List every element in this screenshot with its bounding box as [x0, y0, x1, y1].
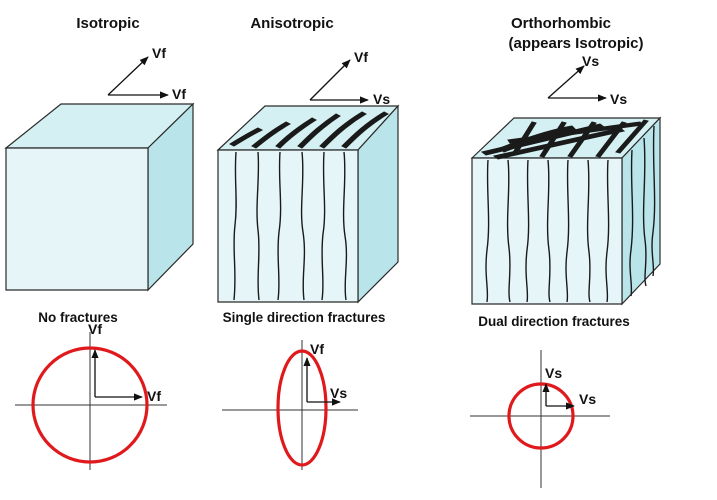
velocity-plot-isotropic: Vf Vf	[15, 321, 167, 470]
vector-label: Vf	[354, 49, 368, 65]
panel-subtitle: (appears Isotropic)	[508, 35, 643, 52]
cube-no-fractures	[4, 102, 195, 292]
arrow-vector-1	[309, 59, 351, 101]
velocity-plot-orthorhombic: Vs Vs	[470, 350, 610, 488]
vector-label: Vf	[88, 321, 102, 337]
cube-velocity-vectors: Vf Vf	[107, 45, 186, 102]
panel-title: Isotropic	[76, 15, 139, 32]
vector-label: Vf	[172, 86, 186, 102]
panel-title: Orthorhombic	[511, 15, 611, 32]
panel-isotropic: Isotropic Vf Vf No fractures Vf Vf	[4, 15, 195, 470]
vector-label: Vs	[582, 53, 599, 69]
vector-label: Vs	[330, 385, 347, 401]
velocity-circle	[507, 382, 575, 450]
vector-label: Vs	[545, 365, 562, 381]
velocity-circle	[31, 346, 149, 464]
panel-title: Anisotropic	[250, 15, 333, 32]
cube-velocity-vectors: Vf Vs	[309, 49, 390, 107]
velocity-plot-anisotropic: Vf Vs	[222, 340, 358, 470]
panel-orthorhombic: Orthorhombic (appears Isotropic) Vs Vs	[470, 15, 662, 488]
vector-label: Vs	[610, 91, 627, 107]
panel-caption: Single direction fractures	[223, 310, 386, 325]
vector-label: Vf	[147, 388, 161, 404]
cube-velocity-vectors: Vs Vs	[547, 53, 627, 107]
panel-caption: No fractures	[38, 310, 118, 325]
vector-label: Vs	[579, 391, 596, 407]
cube-dual-direction-fractures	[470, 116, 662, 306]
panel-caption: Dual direction fractures	[478, 314, 630, 329]
panel-anisotropic: Anisotropic Vf Vs Single dir	[216, 15, 400, 470]
arrow-vector-1	[547, 65, 585, 99]
vector-label: Vf	[310, 341, 324, 357]
velocity-ellipse	[276, 349, 328, 467]
arrow-vector-1	[107, 56, 149, 96]
vector-label: Vs	[373, 91, 390, 107]
cube-single-direction-fractures	[216, 104, 400, 304]
vector-label: Vf	[152, 45, 166, 61]
